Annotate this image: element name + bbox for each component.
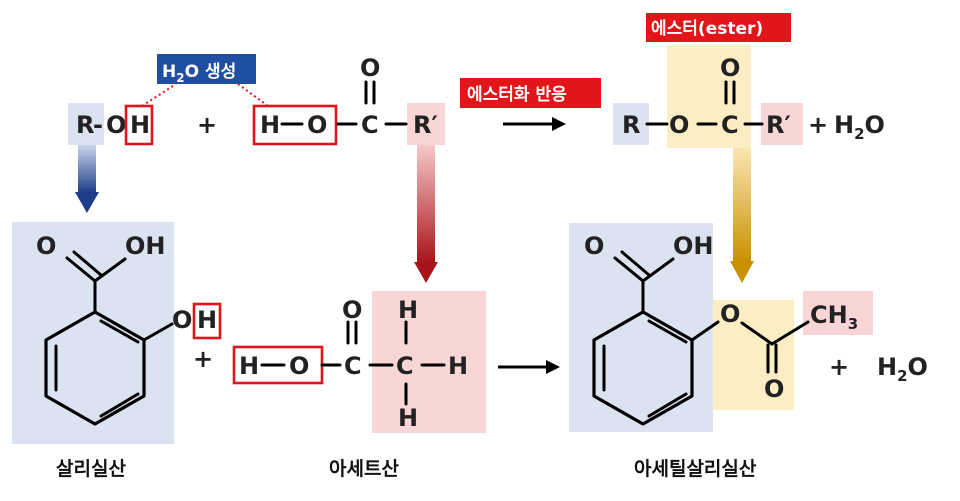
alcohol-r: R [76,111,94,139]
aspirin-bond-c-ch3 [770,320,810,346]
acetic-o: O [289,352,309,380]
h2o-connector-right [237,83,269,107]
top-plus-1: + [197,111,217,139]
ester-r: R [622,111,640,139]
aspirin-methyl-highlight [803,291,873,335]
aspirin-ester-carbonyl-o: O [764,375,784,403]
acetic-caption: 아세트산 [329,458,399,480]
ester-r-highlight [613,103,649,145]
acid-h: H [260,111,280,139]
salicylic-ring-double-2 [99,392,140,418]
salicylic-caption: 살리실산 [56,458,126,480]
aspirin-bond-c-oh [641,257,675,283]
acetic-methyl-c: C [396,352,414,380]
acetic-h-top: H [398,296,418,324]
acetic-carbonyl-o: O [342,296,362,324]
bottom-plus-2: + [829,353,849,381]
ester-badge [646,13,791,42]
red-gradient-arrow-shaft [417,145,435,263]
salicylic-bond-c-oh [93,257,127,283]
ester-c: C [721,111,739,139]
h2o-connector-left [141,83,177,107]
salicylic-bond-ring-phenol [142,322,174,342]
aspirin-ring-double-2 [647,392,688,418]
blue-gradient-arrow-shaft [78,145,96,193]
esterification-badge-text: 에스터화 반응 [467,85,567,105]
acetic-c: C [344,352,362,380]
aspirin-structure: O OH O CH3 O [584,232,858,426]
gold-gradient-arrowhead [730,261,754,283]
gold-gradient-arrow-shaft [733,148,751,262]
aspirin-carbonyl-o: O [584,232,604,260]
aspirin-ch3: CH3 [810,301,858,333]
salicylic-ring-double-3 [99,319,140,344]
salicylic-oh: OH [125,232,166,260]
ester-rp-highlight [761,103,803,145]
salicylic-phenol-h-box [192,302,222,340]
aspirin-ester-highlight [713,300,794,410]
acetic-acid-structure: H O C O C H H H [232,296,468,432]
aspirin-bond-c-o-b [620,250,651,277]
salicylic-acid-structure: O OH O H [36,232,222,426]
aspirin-ring-double-3 [647,319,688,344]
alcohol-dash: - [93,111,103,139]
acetic-h-right: H [448,352,468,380]
esterification-badge [460,78,601,108]
acid-r: R′ [413,111,438,139]
salicylic-bond-c-o-a [65,256,97,283]
acetic-h-bottom: H [398,404,418,432]
aspirin-bond-o-c [740,321,774,346]
aspirin-bond-c-o-a [613,256,645,283]
alcohol-o: O [106,111,126,139]
ester-core-highlight [667,45,751,148]
alcohol-r-highlight [68,103,104,145]
salicylic-highlight [12,222,174,444]
ester-carbonyl-o: O [720,54,740,82]
bottom-plus-1: + [193,345,213,373]
acid-carbonyl-o: O [360,54,380,82]
salicylic-phenol-h: H [197,306,217,334]
ester-rp: R′ [766,111,791,139]
top-reaction-arrowhead [552,117,566,131]
top-plus-2: + [808,111,828,139]
red-gradient-arrowhead [414,262,438,283]
salicylic-bond-c-o-b [72,250,103,277]
aspirin-ester-o: O [720,300,740,328]
acid-ho-box [252,104,338,146]
blue-gradient-arrowhead [75,192,99,213]
bottom-water: H2O [877,353,928,385]
methyl-highlight [372,291,486,433]
alcohol-h-box [124,104,154,146]
acetic-h: H [239,352,259,380]
salicylic-carbonyl-o: O [36,232,56,260]
aspirin-bond-ring-o [690,320,720,342]
acid-o: O [307,111,327,139]
alcohol-h: H [130,111,150,139]
h2o-formation-badge [157,54,256,84]
acid-c: C [361,111,379,139]
ester-badge-text: 에스터(ester) [651,19,763,39]
top-water: H2O [834,111,885,143]
aspirin-caption: 아세틸살리실산 [634,458,757,480]
aspirin-oh: OH [673,232,714,260]
ester-o: O [669,111,689,139]
salicylic-phenol-o: O [172,306,192,334]
bottom-reaction-arrowhead [546,360,560,374]
acid-r-highlight [407,103,445,145]
